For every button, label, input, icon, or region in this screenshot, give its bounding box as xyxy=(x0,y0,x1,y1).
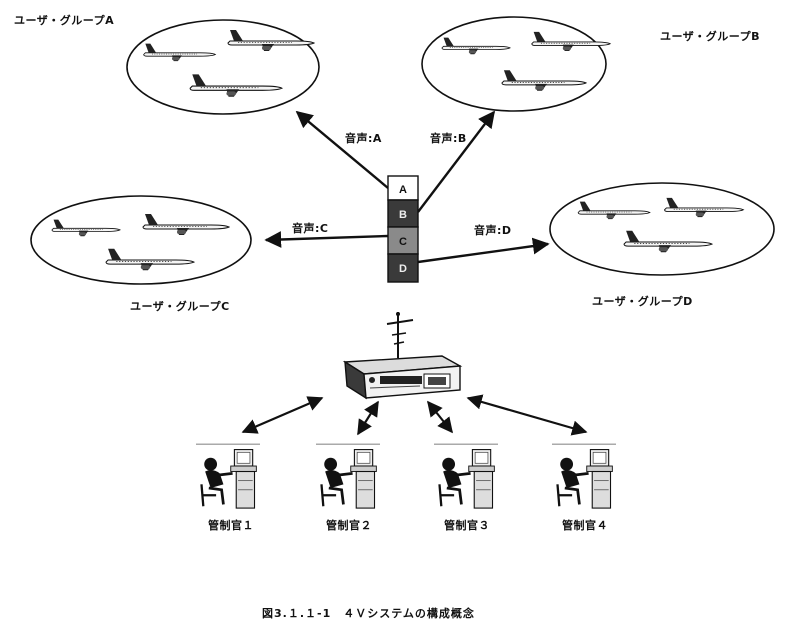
channel-c-letter: C xyxy=(399,236,407,248)
voice-label-a: 音声:A xyxy=(345,132,382,145)
group-c-ellipse xyxy=(30,195,252,285)
controller-3-label: 管制官３ xyxy=(444,519,490,532)
group-d-label: ユーザ・グループD xyxy=(592,295,693,308)
group-c-label: ユーザ・グループC xyxy=(130,300,230,313)
channel-a-letter: A xyxy=(399,184,407,196)
voice-label-d: 音声:D xyxy=(474,224,512,237)
voice-arrow-a xyxy=(295,110,389,189)
channel-b-letter: B xyxy=(399,209,407,221)
group-a-label: ユーザ・グループA xyxy=(14,14,115,27)
figure-caption: 図3.１.１-1 ４Ｖシステムの構成概念 xyxy=(262,607,475,620)
controller-4-label: 管制官４ xyxy=(562,519,608,532)
controller-workstation-icon xyxy=(196,442,260,510)
channel-stack: A B C D xyxy=(387,175,419,283)
voice-label-b: 音声:B xyxy=(430,132,467,145)
group-b-ellipse xyxy=(421,16,607,112)
controller-2-label: 管制官２ xyxy=(326,519,372,532)
controller-workstation-icon xyxy=(434,442,498,510)
group-a-ellipse xyxy=(126,19,320,115)
link-arrow-2 xyxy=(357,400,379,436)
controller-workstation-icon xyxy=(552,442,616,510)
link-arrow-4 xyxy=(466,394,588,436)
link-arrow-1 xyxy=(241,396,324,434)
group-b-label: ユーザ・グループB xyxy=(660,30,761,43)
radio-unit-icon xyxy=(342,355,463,400)
channel-d-block xyxy=(387,253,419,283)
antenna-icon xyxy=(386,312,414,358)
voice-arrow-b xyxy=(417,110,496,213)
link-arrow-3 xyxy=(427,400,453,434)
channel-d-letter: D xyxy=(399,263,407,275)
voice-arrow-d xyxy=(417,237,550,264)
controller-workstation-icon xyxy=(316,442,380,510)
group-d-ellipse xyxy=(549,182,775,276)
voice-label-c: 音声:C xyxy=(292,222,329,235)
voice-arrow-c xyxy=(264,231,389,248)
controller-1-label: 管制官１ xyxy=(208,519,254,532)
